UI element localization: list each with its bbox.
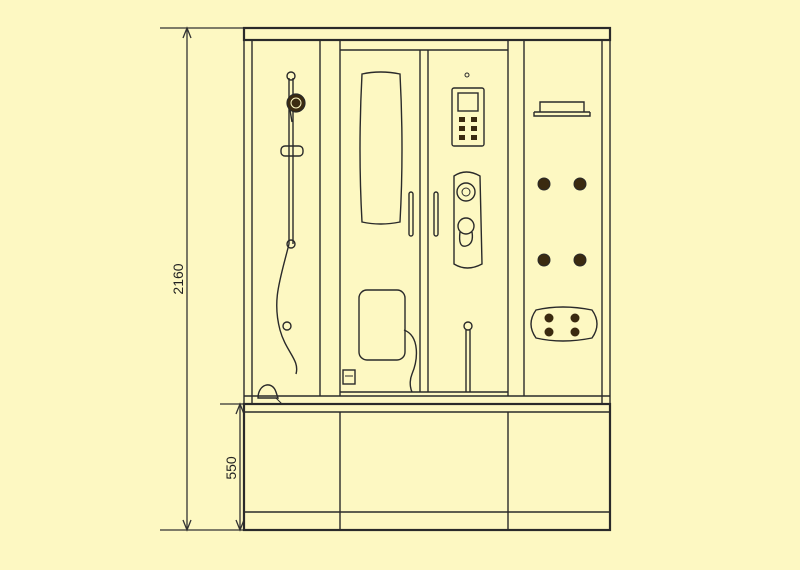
- foot-massage-icon: [530, 306, 598, 342]
- panel-button[interactable]: [471, 135, 477, 140]
- foot-jet-icon: [570, 313, 580, 323]
- foot-jet-icon: [544, 313, 554, 323]
- body-jet-icon: [573, 253, 587, 267]
- hand-shower-hose-icon: [276, 243, 298, 375]
- drain-icon: [257, 384, 279, 399]
- tray-apron: [242, 402, 612, 532]
- center-left-door: [342, 71, 418, 393]
- right-panel: [530, 101, 598, 342]
- foot-jet-icon: [570, 327, 580, 337]
- control-panel-display: [457, 92, 479, 112]
- body-jets: [537, 177, 587, 267]
- shower-set: [257, 71, 306, 405]
- door-handle-right-icon[interactable]: [433, 191, 439, 237]
- panel-button[interactable]: [471, 117, 477, 122]
- shower-head-neck: [289, 109, 293, 123]
- drain-stem: [275, 397, 283, 405]
- shower-head-icon: [286, 93, 306, 113]
- towel-rail-bar: [539, 101, 585, 112]
- roof-trim: [242, 26, 612, 42]
- panel-button[interactable]: [459, 135, 465, 140]
- dimension-tray-height: 550: [220, 402, 248, 532]
- cabin-frame: [242, 26, 612, 404]
- control-panel-buttons: [459, 117, 477, 140]
- tap-icon[interactable]: [463, 321, 473, 331]
- indicator-light: [464, 72, 470, 78]
- hose-outlet: [282, 321, 292, 331]
- mixer-spout-icon: [458, 231, 474, 247]
- panel-button[interactable]: [459, 117, 465, 122]
- mirror-icon: [359, 71, 403, 225]
- dimension-tray-label: 550: [223, 456, 239, 480]
- slide-holder-icon: [280, 145, 304, 157]
- dimension-total-height: 2160: [160, 26, 245, 532]
- slide-bar-top-cap: [286, 71, 296, 81]
- mixer-valve-icon: [453, 171, 483, 269]
- center-right-door: [433, 72, 485, 392]
- slide-bar-bottom-cap: [286, 239, 296, 249]
- panel-button[interactable]: [471, 126, 477, 131]
- body-jet-icon: [573, 177, 587, 191]
- dimension-arrow-tray-bottom: [235, 519, 245, 532]
- panel-button[interactable]: [459, 126, 465, 131]
- body-jet-icon: [537, 177, 551, 191]
- dimension-arrow-bottom: [182, 519, 192, 532]
- body-jet-icon: [537, 253, 551, 267]
- diverter-knob-center: [461, 187, 471, 197]
- dimension-arrow-top: [182, 26, 192, 39]
- foot-jet-icon: [544, 327, 554, 337]
- shower-head-nozzles: [290, 97, 302, 109]
- mixer-knob-icon[interactable]: [457, 217, 475, 235]
- dimension-arrow-tray-top: [235, 402, 245, 415]
- seat-icon: [358, 289, 406, 361]
- apron-outline: [242, 402, 612, 532]
- floor-switch-icon[interactable]: [342, 369, 356, 385]
- door-handle-left-icon[interactable]: [408, 191, 414, 237]
- control-panel-icon[interactable]: [451, 87, 485, 147]
- seat-hose: [403, 329, 418, 393]
- towel-rail-icon: [533, 112, 591, 117]
- dimension-total-label: 2160: [170, 263, 186, 294]
- diverter-knob-icon[interactable]: [456, 182, 476, 202]
